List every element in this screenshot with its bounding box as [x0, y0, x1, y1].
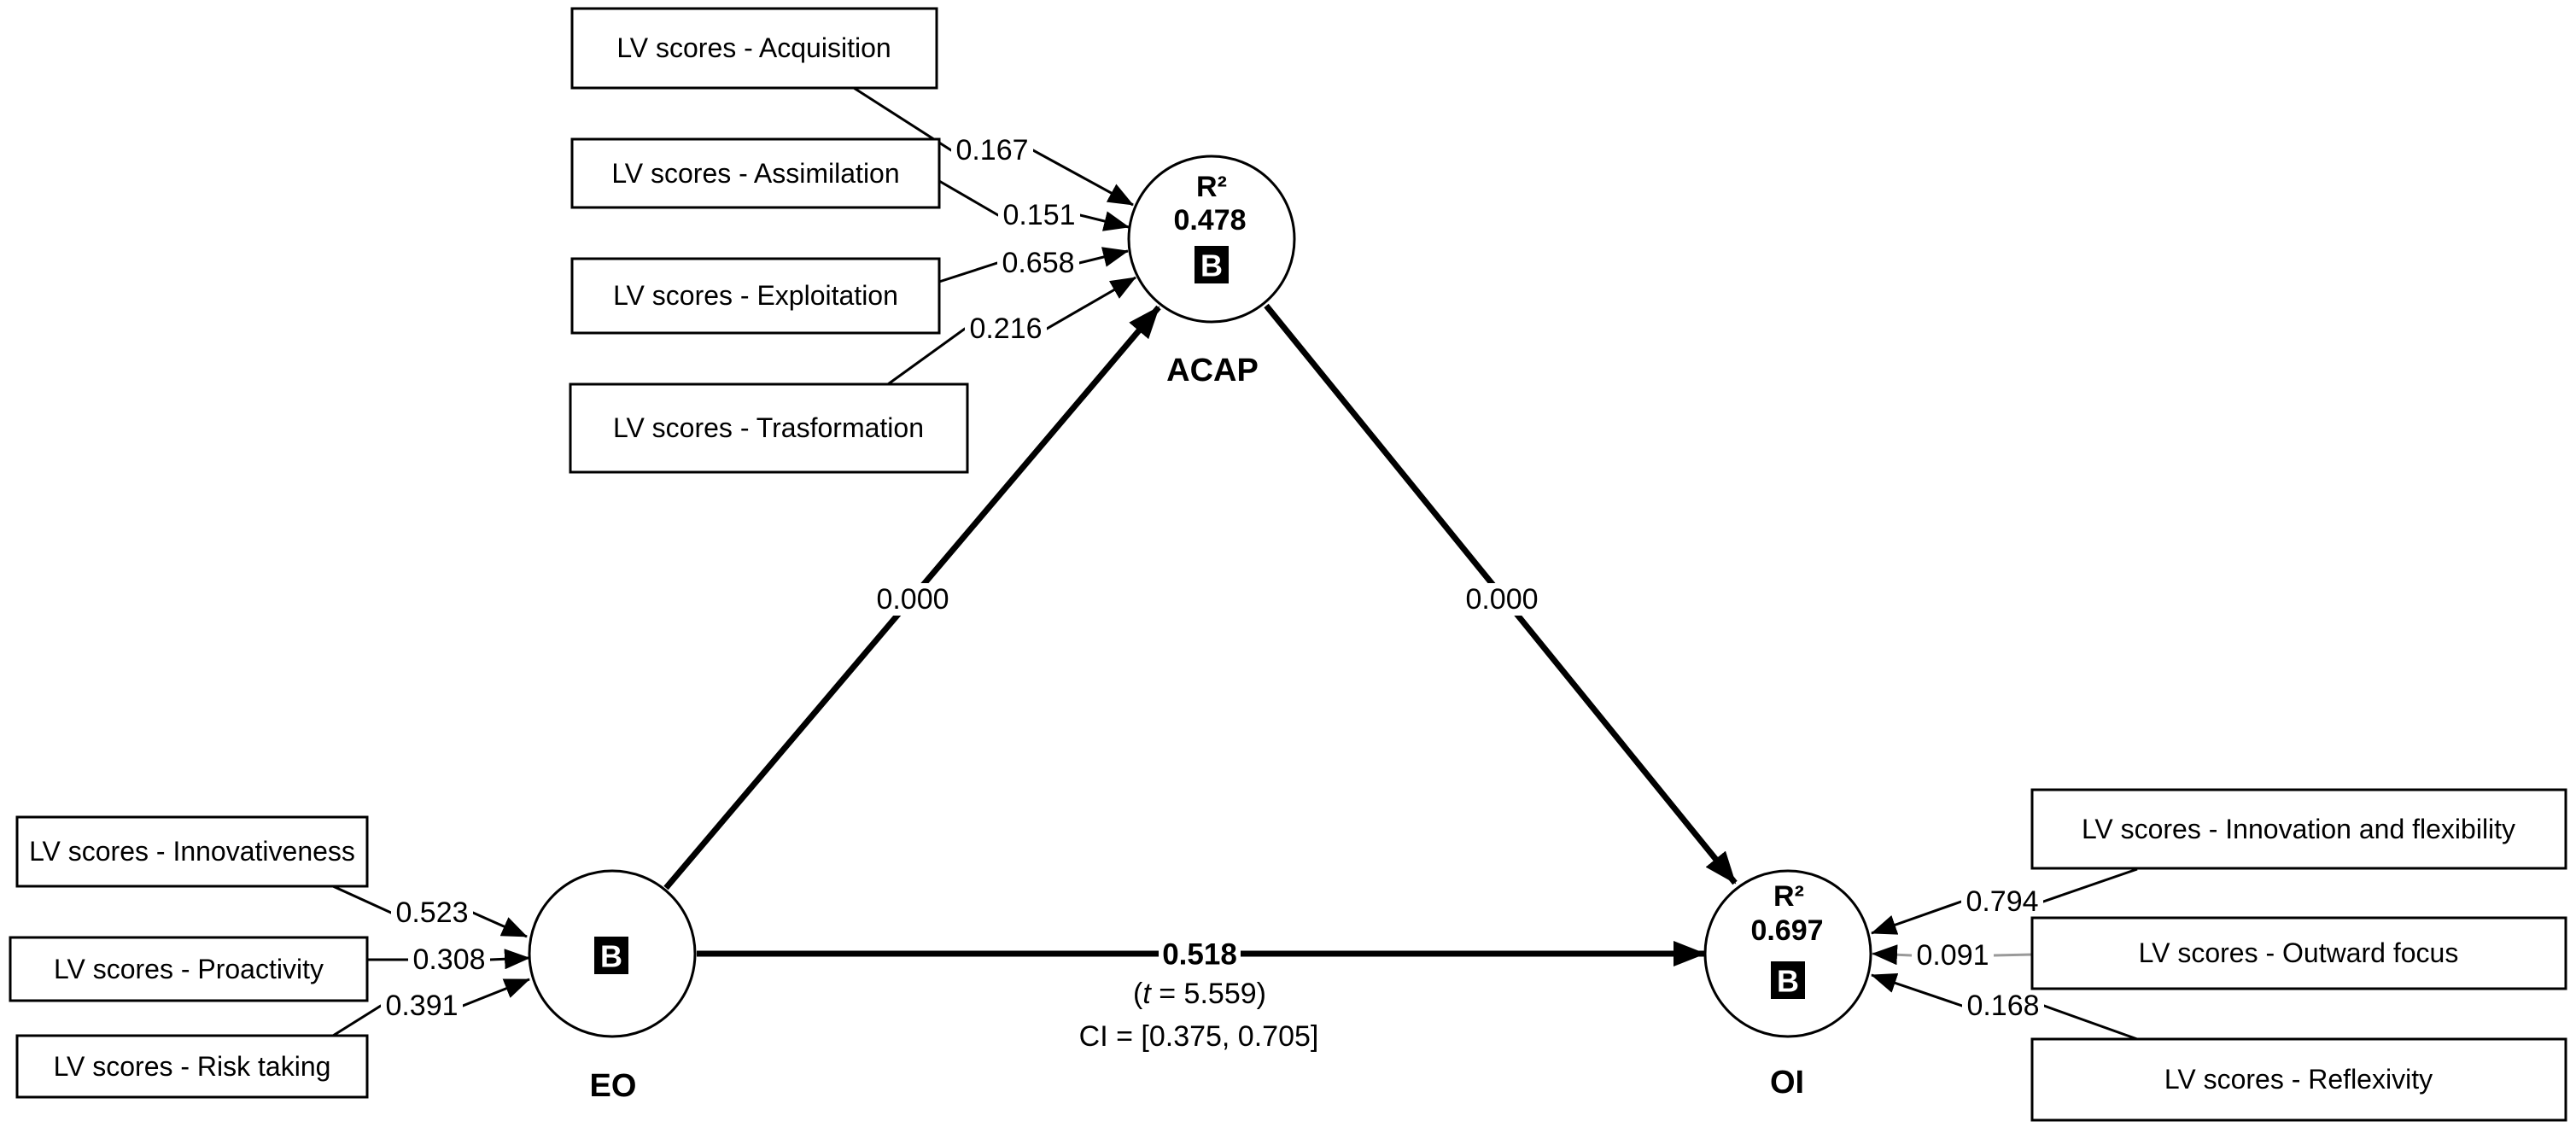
indicator-box-rect — [2030, 1037, 2567, 1122]
indicator-box-label: LV scores - Acquisition — [616, 32, 891, 63]
indicator-box-trasformation: LV scores - Trasformation — [569, 382, 969, 474]
indicator-box-rect — [15, 1034, 369, 1099]
construct-eo: B EO — [528, 869, 697, 1104]
indicator-box-innovativeness: LV scores - Innovativeness — [15, 815, 369, 888]
loading-value-text: 0.216 — [969, 312, 1042, 345]
loading-value-trasformation: 0.216 — [965, 312, 1047, 345]
loading-value-assimilation: 0.151 — [998, 199, 1080, 231]
construct-circle-oi — [1703, 869, 1872, 1038]
bootstrap-badge-eo — [594, 937, 628, 974]
path-coefficient-text: 0.518 — [1162, 938, 1237, 972]
bootstrap-badge-acap — [1195, 246, 1229, 283]
loading-value-text: 0.391 — [385, 990, 458, 1022]
indicator-box-label: LV scores - Reflexivity — [2164, 1064, 2433, 1095]
r2-heading-oi: R² — [1773, 880, 1804, 913]
indicator-box-rect — [9, 936, 369, 1002]
construct-circle-acap — [1127, 155, 1296, 324]
label-backplate — [951, 134, 1033, 166]
label-backplate — [1961, 885, 2043, 918]
path-coefficient-eo-acap: 0.000 — [872, 583, 954, 616]
loading-value-outward-focus: 0.091 — [1912, 939, 1994, 972]
confidence-interval-label: CI = [0.375, 0.705] — [1079, 1020, 1319, 1053]
indicator-box-label: LV scores - Risk taking — [54, 1051, 331, 1082]
loading-value-text: 0.091 — [1916, 939, 1989, 972]
t-statistic-label: (t = 5.559) — [1133, 978, 1266, 1010]
indicator-box-rect — [570, 137, 941, 209]
r2-heading-acap: R² — [1196, 171, 1227, 203]
label-backplate — [1461, 583, 1543, 616]
label-backplate — [391, 896, 473, 929]
indicator-box-label: LV scores - Proactivity — [54, 954, 324, 984]
loading-value-innovation-and-flexibility: 0.794 — [1961, 885, 2043, 918]
construct-acap: R² 0.478 B ACAP — [1127, 155, 1296, 388]
indicator-box-innovation-and-flexibility: LV scores - Innovation and flexibility — [2030, 788, 2567, 870]
indicator-box-exploitation: LV scores - Exploitation — [570, 257, 941, 335]
loading-value-text: 0.167 — [955, 134, 1028, 166]
indicator-box-rect — [569, 382, 969, 474]
indicator-box-acquisition: LV scores - Acquisition — [570, 7, 938, 90]
label-backplate — [1962, 990, 2044, 1022]
loading-value-exploitation: 0.658 — [997, 247, 1079, 279]
indicator-box-outward-focus: LV scores - Outward focus — [2030, 916, 2567, 990]
bootstrap-badge-letter-eo: B — [600, 939, 622, 974]
label-backplate — [965, 312, 1047, 345]
loading-value-acquisition: 0.167 — [951, 134, 1033, 166]
loading-value-innovativeness: 0.523 — [391, 896, 473, 929]
indicator-box-reflexivity: LV scores - Reflexivity — [2030, 1037, 2567, 1122]
indicator-box-label: LV scores - Trasformation — [613, 412, 924, 443]
indicator-box-label: LV scores - Exploitation — [613, 280, 898, 311]
loading-value-risk-taking: 0.391 — [381, 990, 463, 1022]
indicator-box-label: LV scores - Innovation and flexibility — [2082, 814, 2515, 844]
label-backplate — [872, 583, 954, 616]
loading-value-text: 0.308 — [412, 943, 485, 976]
bootstrap-badge-letter-acap: B — [1200, 248, 1223, 283]
path-coefficient-text: 0.000 — [876, 583, 949, 616]
loading-value-text: 0.523 — [395, 896, 468, 929]
indicator-box-rect — [15, 815, 369, 888]
r2-value-oi: 0.697 — [1750, 914, 1823, 947]
r2-value-acap: 0.478 — [1173, 204, 1246, 236]
label-backplate — [1912, 939, 1994, 972]
loading-value-proactivity: 0.308 — [408, 943, 490, 976]
label-backplate — [998, 199, 1080, 231]
label-backplate — [997, 247, 1079, 279]
indicator-box-rect — [570, 257, 941, 335]
path-coefficient-acap-oi: 0.000 — [1461, 583, 1543, 616]
construct-name-acap: ACAP — [1166, 353, 1259, 388]
path-coefficient-eo-oi: 0.518 — [1159, 938, 1241, 972]
indicator-box-rect — [2030, 788, 2567, 870]
loading-value-text: 0.151 — [1002, 199, 1075, 231]
label-backplate — [1159, 938, 1241, 971]
indicator-box-rect — [570, 7, 938, 90]
indicator-box-proactivity: LV scores - Proactivity — [9, 936, 369, 1002]
label-backplate — [381, 990, 463, 1022]
indicator-box-rect — [2030, 916, 2567, 990]
construct-name-oi: OI — [1770, 1065, 1804, 1101]
loading-value-text: 0.168 — [1966, 990, 2039, 1022]
bootstrap-badge-oi — [1771, 961, 1805, 999]
indicator-box-assimilation: LV scores - Assimilation — [570, 137, 941, 209]
indicator-box-label: LV scores - Innovativeness — [29, 836, 355, 867]
t-value: = 5.559) — [1151, 978, 1266, 1010]
loading-value-text: 0.658 — [1002, 247, 1074, 279]
indicator-box-label: LV scores - Assimilation — [611, 158, 899, 189]
indicator-box-risk-taking: LV scores - Risk taking — [15, 1034, 369, 1099]
t-open-paren: ( — [1133, 978, 1143, 1010]
loading-value-text: 0.794 — [1966, 885, 2038, 918]
t-symbol: t — [1142, 978, 1152, 1010]
bootstrap-badge-letter-oi: B — [1777, 964, 1799, 999]
label-backplate — [408, 943, 490, 976]
construct-oi: R² 0.697 B OI — [1703, 869, 1872, 1101]
construct-name-eo: EO — [590, 1068, 637, 1104]
path-coefficient-text: 0.000 — [1465, 583, 1538, 616]
loading-value-reflexivity: 0.168 — [1962, 990, 2044, 1022]
indicator-box-label: LV scores - Outward focus — [2139, 937, 2459, 968]
